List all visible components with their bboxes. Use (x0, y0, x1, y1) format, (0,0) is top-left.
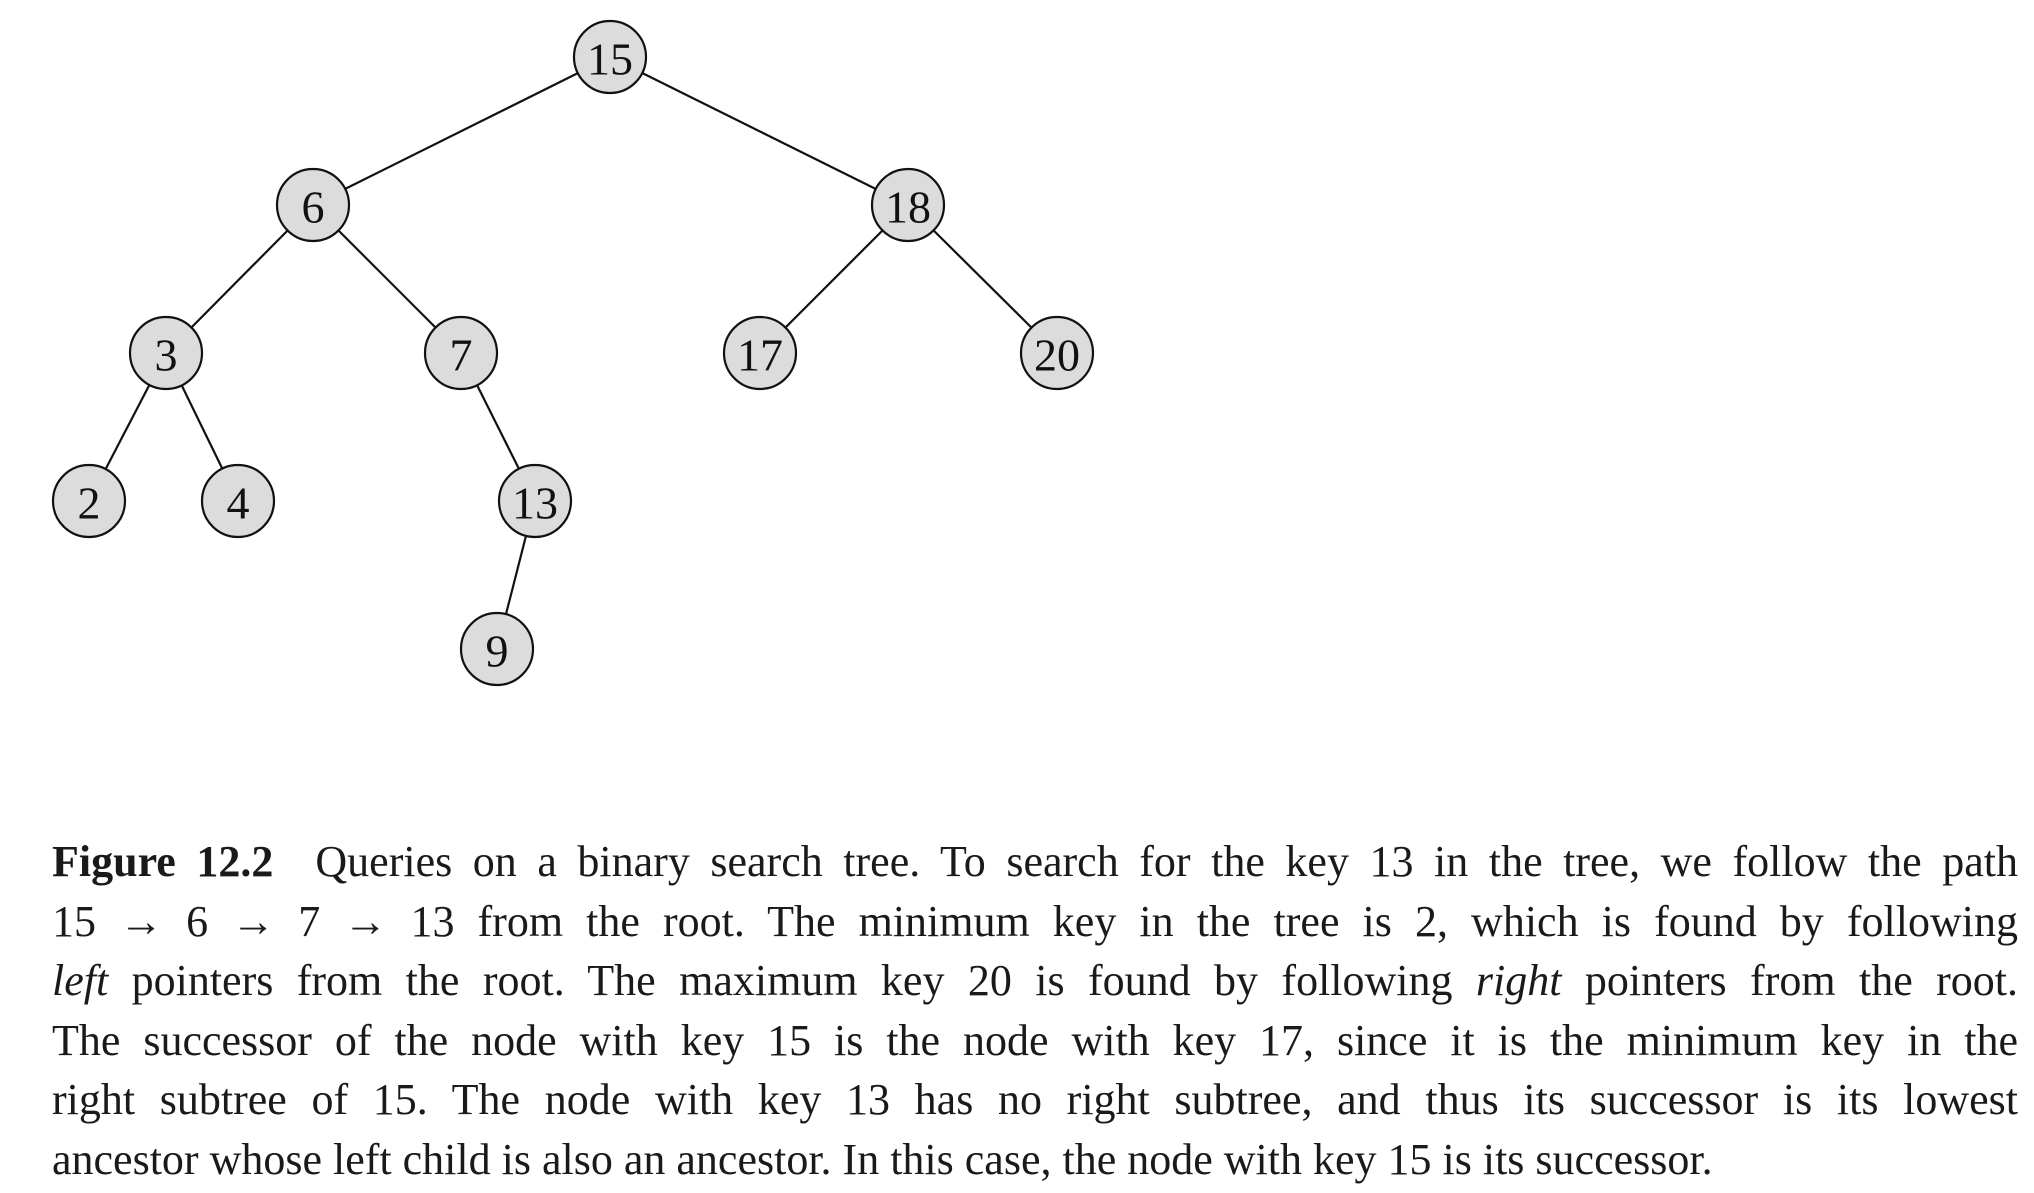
tree-node-20: 20 (1019, 315, 1095, 391)
caption-line-2: 15 → 6 → 7 → 13 from the root. The minim… (52, 896, 2018, 946)
node-circle (497, 463, 573, 539)
node-circle (572, 19, 648, 95)
node-key-label: 20 (1034, 330, 1080, 381)
node-key-label: 17 (737, 330, 783, 381)
tree-edges (104, 72, 1033, 615)
node-key-label: 18 (885, 182, 931, 233)
node-circle (722, 315, 798, 391)
tree-node-6: 6 (275, 167, 351, 243)
caption-text-3a: pointers from the root. The maximum key … (108, 956, 1476, 1006)
figure-caption: Figure 12.2 Queries on a binary search tr… (52, 832, 2018, 1190)
node-circle (423, 315, 499, 391)
caption-line-3: left pointers from the root. The maximum… (52, 951, 2018, 1011)
node-circle (128, 315, 204, 391)
node-circle (275, 167, 351, 243)
node-key-label: 7 (450, 330, 473, 381)
node-circle (1019, 315, 1095, 391)
node-key-label: 3 (155, 330, 178, 381)
caption-line-6: ancestor whose left child is also an anc… (52, 1134, 1713, 1184)
tree-node-18: 18 (870, 167, 946, 243)
edge-6-7 (337, 229, 437, 329)
node-key-label: 6 (302, 182, 325, 233)
tree-node-2: 2 (51, 463, 127, 539)
node-key-label: 13 (512, 478, 558, 529)
node-key-label: 4 (227, 478, 250, 529)
tree-node-13: 13 (497, 463, 573, 539)
edge-3-2 (104, 384, 151, 470)
tree-node-4: 4 (200, 463, 276, 539)
node-circle (870, 167, 946, 243)
tree-node-9: 9 (459, 611, 535, 687)
tree-node-17: 17 (722, 315, 798, 391)
edge-18-17 (784, 229, 884, 329)
caption-italic-right: right (1475, 956, 1562, 1006)
caption-italic-left: left (52, 956, 109, 1006)
caption-text-1: Queries on a binary search tree. To sear… (315, 837, 2018, 886)
node-key-label: 9 (486, 626, 509, 677)
tree-nodes: 15 6 18 3 7 17 20 2 4 13 9 (51, 19, 1095, 687)
caption-line-1: Figure 12.2 Queries on a binary search tr… (52, 832, 2018, 892)
edge-7-13 (476, 384, 520, 470)
edge-3-4 (180, 384, 224, 470)
node-circle (459, 611, 535, 687)
tree-node-15: 15 (572, 19, 648, 95)
edge-13-9 (504, 535, 528, 615)
caption-line-4: The successor of the node with key 15 is… (52, 1015, 2018, 1065)
node-circle (200, 463, 276, 539)
tree-node-3: 3 (128, 315, 204, 391)
tree-node-7: 7 (423, 315, 499, 391)
node-key-label: 15 (587, 34, 633, 85)
caption-line-5: right subtree of 15. The node with key 1… (52, 1075, 2018, 1125)
edge-18-20 (932, 229, 1033, 329)
edge-6-3 (190, 229, 289, 329)
figure-label: Figure 12.2 (52, 837, 274, 886)
caption-text-3b: pointers from the root. (1561, 956, 2018, 1006)
edge-15-18 (641, 72, 877, 190)
binary-search-tree-diagram: 15 6 18 3 7 17 20 2 4 13 9 (51, 19, 1095, 687)
node-circle (51, 463, 127, 539)
edge-15-6 (344, 72, 579, 190)
node-key-label: 2 (78, 478, 101, 529)
